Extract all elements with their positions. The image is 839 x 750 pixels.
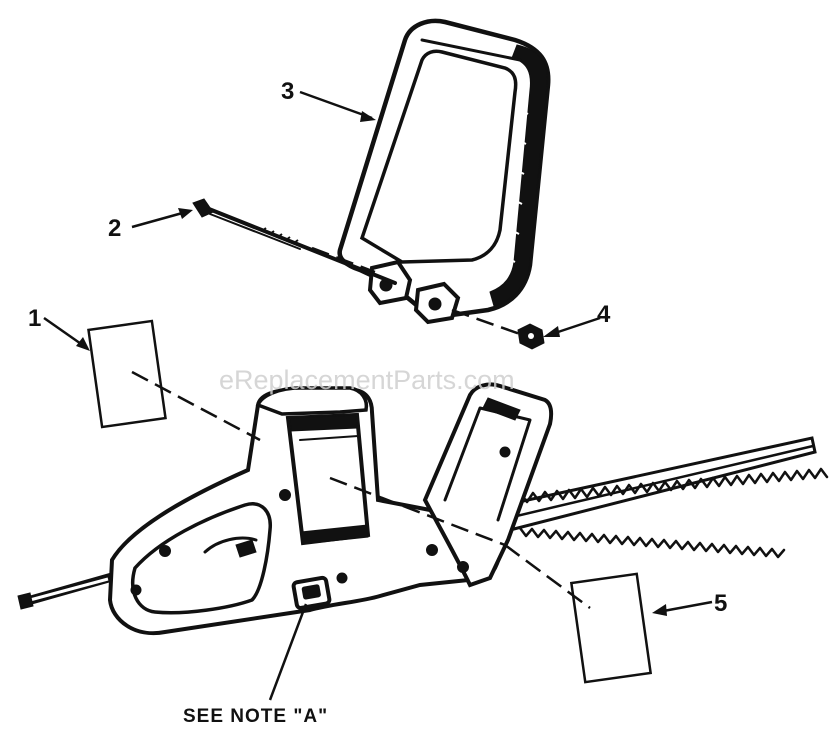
explode-lines xyxy=(131,246,591,610)
callout-3: 3 xyxy=(281,78,294,105)
callout-arrowheads xyxy=(76,111,667,616)
watermark-text: eReplacementParts.com xyxy=(219,365,515,395)
hedge-trimmer-body xyxy=(17,382,829,636)
housing-screws xyxy=(130,446,511,596)
see-note-label: SEE NOTE "A" xyxy=(183,706,328,727)
callout-leaders xyxy=(43,90,713,701)
handle-nut xyxy=(517,323,545,350)
callout-1: 1 xyxy=(28,305,41,332)
blade-assembly xyxy=(503,436,829,559)
callout-2: 2 xyxy=(108,215,121,242)
housing-label-area xyxy=(285,412,371,546)
callout-4: 4 xyxy=(597,301,611,328)
front-handle xyxy=(337,18,551,325)
rear-handle xyxy=(131,502,272,615)
handle-mount-bracket xyxy=(422,382,554,588)
handle-bolt xyxy=(192,198,397,285)
label-1-sticker xyxy=(87,319,167,429)
switch-button xyxy=(291,575,332,610)
power-cord xyxy=(17,572,117,610)
callout-5: 5 xyxy=(714,590,727,617)
label-5-sticker xyxy=(569,572,653,684)
